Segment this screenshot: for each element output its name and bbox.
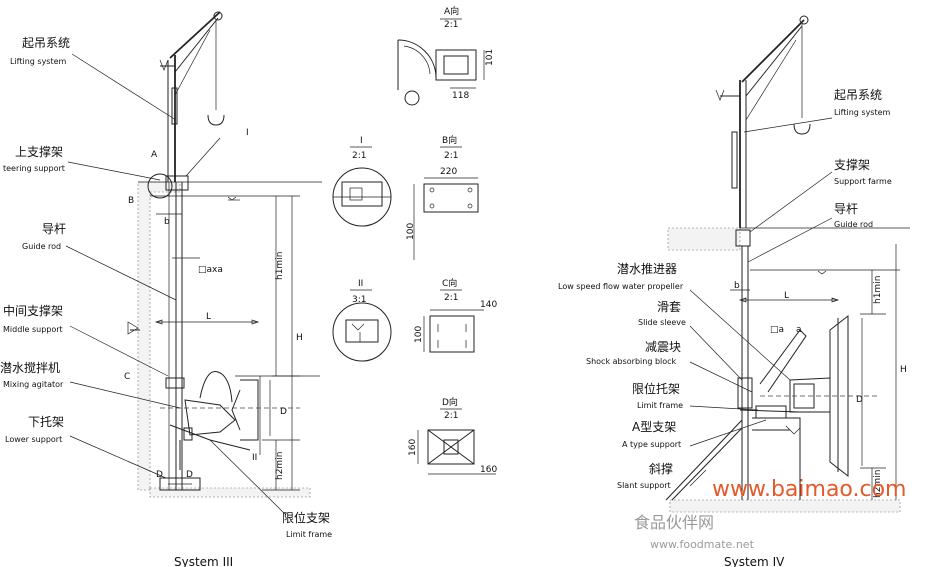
detail-ii-view: II 3:1 — [332, 279, 392, 362]
detail-c-view: C向 2:1 140 100 — [414, 277, 497, 353]
label-middle-en: Middle support — [3, 325, 63, 334]
label-lifting-en: Lifting system — [10, 57, 67, 66]
label-middle-zh: 中间支撑架 — [3, 303, 63, 318]
r-label-guide-en: Guide rod — [834, 220, 873, 229]
detail-ii-title: II — [358, 279, 363, 289]
detail-a-dim2: 118 — [452, 91, 469, 101]
r-label-slide-zh: 滑套 — [657, 300, 681, 314]
r-mark-l: L — [784, 291, 789, 301]
caption-system-iv: System IV — [724, 555, 785, 567]
r-mark-h: H — [900, 365, 907, 375]
r-mark-a: a — [796, 325, 802, 335]
label-guide-zh: 导杆 — [42, 222, 66, 236]
detail-d-dim2: 160 — [480, 465, 497, 475]
detail-c-scale: 2:1 — [444, 293, 458, 303]
label-upper-en: teering support — [3, 164, 65, 173]
watermark: www.baimao.com 食品伙伴网 www.foodmate.net — [634, 477, 906, 551]
detail-b-title: B向 — [442, 134, 457, 146]
mark-h2: h2min — [275, 452, 285, 480]
r-label-propeller-zh: 潜水推进器 — [617, 262, 677, 276]
r-mark-d-size: D — [856, 395, 863, 405]
label-lower-zh: 下托架 — [28, 415, 64, 429]
r-mark-b: b — [734, 281, 740, 291]
detail-a-scale: 2:1 — [444, 20, 458, 30]
mark-b-small: b — [164, 217, 170, 227]
detail-b-dim2: 100 — [406, 223, 416, 240]
detail-i-scale: 2:1 — [352, 151, 366, 161]
mark-b: B — [128, 196, 134, 206]
detail-d-dim1: 160 — [408, 439, 418, 456]
detail-c-title: C向 — [442, 277, 457, 289]
system-iv-labels: 起吊系统 Lifting system 支撑架 Support farme 导杆… — [558, 88, 907, 567]
r-mark-h1: h1min — [873, 276, 883, 304]
r-label-atype-en: A type support — [622, 440, 681, 449]
r-label-support-zh: 支撑架 — [834, 157, 870, 172]
r-label-shock-zh: 减震块 — [645, 340, 681, 354]
caption-system-iii: System III — [174, 555, 233, 567]
label-upper-zh: 上支撑架 — [15, 144, 63, 159]
mark-h1: h1min — [275, 252, 285, 280]
detail-a-dim1: 101 — [485, 49, 495, 66]
r-label-slide-en: Slide sleeve — [638, 318, 686, 327]
mark-d2: D — [186, 470, 193, 480]
mark-d-size: D — [280, 407, 287, 417]
detail-i-title: I — [360, 136, 363, 146]
mark-ii: II — [252, 453, 257, 463]
mark-l: L — [206, 312, 211, 322]
label-agitator-zh: 潜水搅拌机 — [0, 360, 60, 375]
detail-c-dim1: 140 — [480, 300, 497, 310]
system-iii-labels: 起吊系统 Lifting system 上支撑架 teering support… — [0, 36, 332, 567]
detail-b-view: B向 2:1 220 100 — [406, 134, 479, 260]
mark-c: C — [124, 372, 130, 382]
r-mark-h2: h2min — [873, 470, 883, 498]
r-label-support-en: Support farme — [834, 177, 892, 186]
r-label-limit-en: Limit frame — [637, 401, 683, 410]
label-limit-en: Limit frame — [286, 530, 332, 539]
mark-h: H — [296, 333, 303, 343]
detail-d-title: D向 — [442, 396, 458, 408]
detail-d-scale: 2:1 — [444, 411, 458, 421]
label-guide-en: Guide rod — [22, 242, 61, 251]
system-iii-drawing — [65, 11, 322, 516]
system-iv-drawing — [665, 15, 910, 513]
label-lower-en: Lower support — [5, 435, 62, 444]
detail-c-dim2: 100 — [414, 326, 424, 343]
detail-a-title: A向 — [444, 5, 459, 17]
r-label-atype-zh: A型支架 — [632, 420, 676, 434]
label-limit-zh: 限位支架 — [282, 510, 330, 525]
label-agitator-en: Mixing agitator — [3, 380, 64, 389]
r-label-guide-zh: 导杆 — [834, 202, 858, 216]
label-lifting-zh: 起吊系统 — [22, 36, 70, 50]
r-label-slant-en: Slant support — [617, 481, 671, 490]
detail-a-view: A向 2:1 101 118 — [397, 5, 495, 106]
r-label-shock-en: Shock absorbing block — [586, 357, 677, 366]
watermark-site: www.foodmate.net — [650, 538, 755, 551]
mark-d1: D — [156, 470, 163, 480]
r-label-lifting-en: Lifting system — [834, 108, 891, 117]
r-label-slant-zh: 斜撑 — [649, 461, 673, 476]
r-mark-square-a: □a — [770, 325, 784, 335]
mark-i: I — [246, 128, 249, 138]
detail-d-view: D向 2:1 160 160 — [408, 396, 497, 475]
detail-ii-scale: 3:1 — [352, 295, 366, 305]
detail-b-dim1: 220 — [440, 167, 457, 177]
detail-i-view: I 2:1 — [332, 136, 392, 227]
r-label-propeller-en: Low speed flow water propeller — [558, 282, 684, 291]
mark-axa: □axa — [198, 265, 223, 275]
watermark-sub: 食品伙伴网 — [634, 513, 714, 532]
r-label-lifting-zh: 起吊系统 — [834, 88, 882, 102]
watermark-main: www.baimao.com — [712, 477, 906, 502]
r-label-limit-zh: 限位托架 — [632, 381, 680, 396]
detail-b-scale: 2:1 — [444, 151, 458, 161]
mark-a: A — [151, 150, 158, 160]
